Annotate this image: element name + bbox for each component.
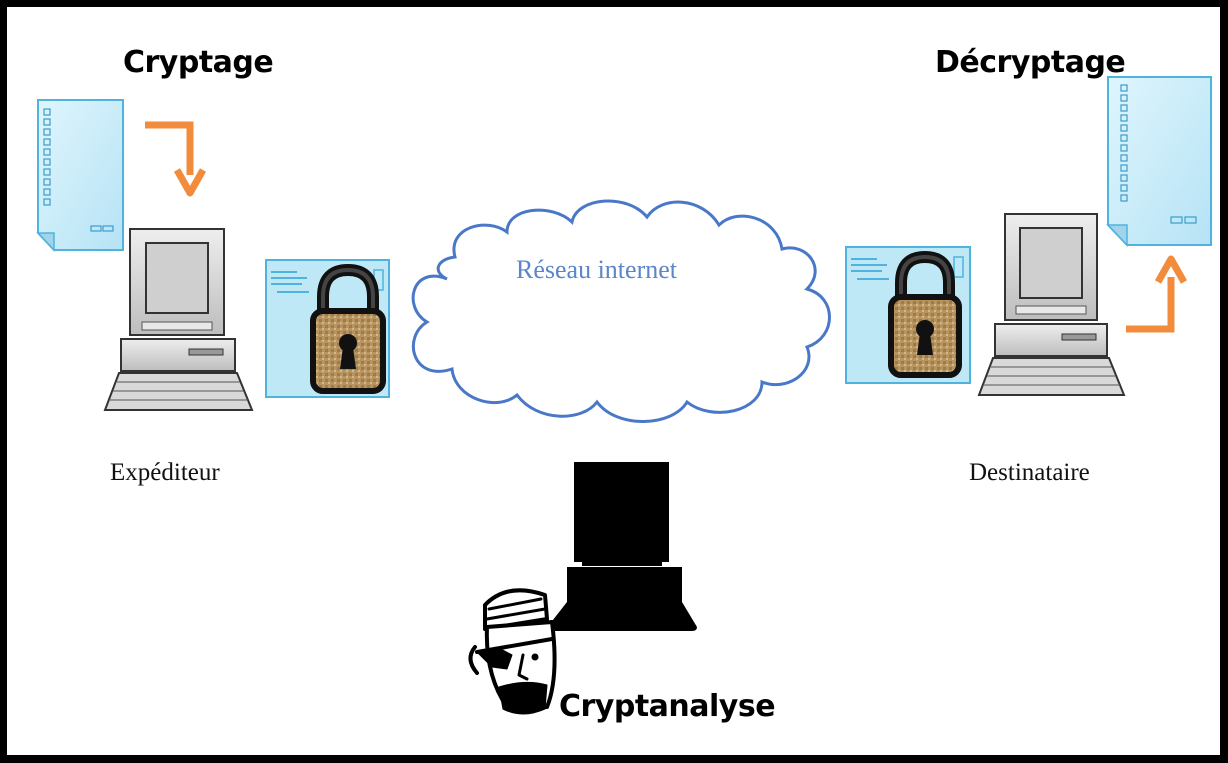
sender-computer-icon	[103, 228, 254, 411]
sender-document-icon	[36, 99, 124, 252]
sender-encrypted-message-icon	[265, 259, 390, 398]
padlock-icon	[888, 250, 962, 378]
recipient-computer-icon	[977, 213, 1126, 396]
sender-label: Expéditeur	[110, 459, 220, 486]
recipient-document-icon	[1106, 76, 1212, 247]
cryptanalysis-label: Cryptanalyse	[559, 689, 776, 724]
decrypt-arrow-icon	[1126, 255, 1188, 333]
encrypt-arrow-icon	[145, 121, 207, 197]
pirate-icon	[468, 588, 557, 715]
padlock-icon	[310, 263, 386, 394]
recipient-encrypted-message-icon	[845, 246, 971, 384]
encryption-label: Cryptage	[123, 45, 274, 80]
diagram-canvas	[36, 76, 1212, 715]
decryption-label: Décryptage	[935, 45, 1126, 80]
network-label: Réseau internet	[516, 255, 677, 284]
internet-cloud-icon	[411, 199, 831, 423]
attacker-computer-icon	[548, 462, 697, 631]
recipient-label: Destinataire	[969, 459, 1090, 486]
